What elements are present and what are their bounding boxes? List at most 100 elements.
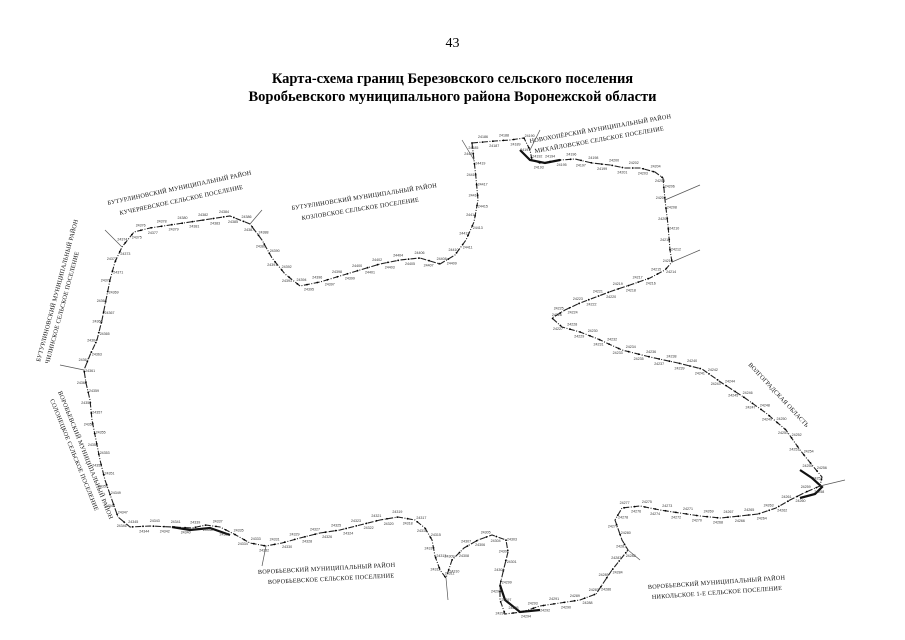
- boundary-point-marker: [665, 267, 668, 270]
- boundary-point-marker: [434, 556, 437, 559]
- boundary-point-marker: [615, 523, 618, 526]
- boundary-point-marker: [600, 163, 603, 166]
- boundary-point-label: 24255: [803, 464, 813, 468]
- boundary-point-marker: [268, 252, 271, 255]
- boundary-point-marker: [751, 402, 754, 405]
- boundary-point-label: 24211: [660, 238, 670, 242]
- boundary-point-marker: [304, 535, 306, 538]
- boundary-point-marker: [428, 259, 430, 262]
- boundary-point-marker: [476, 194, 479, 197]
- boundary-point-marker: [171, 223, 173, 226]
- boundary-point-label: 24288: [583, 601, 593, 605]
- boundary-point-label: 24298: [491, 590, 501, 594]
- boundary-point-marker: [522, 610, 525, 613]
- boundary-point-label: 24408: [437, 257, 447, 261]
- boundary-point-marker: [747, 514, 750, 516]
- boundary-point-label: 24362: [79, 358, 89, 362]
- boundary-point-marker: [91, 422, 94, 425]
- boundary-point-label: 24386: [242, 215, 252, 219]
- boundary-point-marker: [716, 379, 719, 381]
- boundary-point-label: 24297: [501, 598, 511, 602]
- boundary-point-marker: [667, 228, 670, 230]
- region-vorobyevsky-south: ВОРОБЬЕВСКИЙ МУНИЦИПАЛЬНЫЙ РАЙОН ВОРОБЬЕ…: [258, 561, 396, 586]
- boundary-point-label: 24395: [304, 288, 314, 292]
- boundary-point-marker: [611, 164, 613, 167]
- boundary-point-marker: [472, 152, 475, 155]
- boundary-point-label: 24210: [669, 227, 679, 231]
- boundary-point-label: 24315: [431, 533, 441, 537]
- boundary-point-label: 24404: [393, 254, 403, 258]
- boundary-point-marker: [356, 269, 359, 272]
- boundary-point-marker: [589, 334, 591, 337]
- boundary-point-label: 24220: [606, 295, 616, 299]
- map-title: Карта-схема границ Березовского сельског…: [0, 70, 905, 106]
- boundary-point-label: 24374: [117, 238, 127, 242]
- boundary-point-marker: [288, 276, 291, 279]
- boundary-point-label: 24407: [424, 264, 434, 268]
- boundary-point-marker: [492, 140, 494, 143]
- boundary-point-marker: [796, 495, 799, 498]
- boundary-point-label: 24336: [220, 532, 230, 536]
- boundary-point-label: 24245: [728, 394, 738, 398]
- boundary-point-label: 24231: [594, 342, 604, 346]
- boundary-point-label: 24380: [178, 216, 188, 220]
- boundary-point-marker: [293, 538, 296, 541]
- boundary-point-label: 24333: [251, 537, 261, 541]
- boundary-point-marker: [100, 321, 103, 324]
- point-label-layer: 2418524186241872418824189241902419124192…: [77, 134, 827, 619]
- region-buturlinovsky-kozlovskoe: БУТУРЛИНОВСКИЙ МУНИЦИПАЛЬНЫЙ РАЙОН КОЗЛО…: [291, 181, 438, 222]
- boundary-point-label: 24304: [491, 539, 501, 543]
- boundary-point-marker: [109, 493, 111, 496]
- boundary-point-marker: [376, 263, 379, 266]
- boundary-point-label: 24262: [777, 509, 787, 513]
- boundary-point-marker: [475, 539, 478, 542]
- boundary-point-marker: [118, 250, 121, 253]
- boundary-point-marker: [108, 280, 111, 283]
- boundary-point-label: 24229: [574, 335, 584, 339]
- boundary-point-label: 24195: [557, 163, 567, 167]
- boundary-point-label: 24268: [713, 521, 723, 525]
- boundary-point-label: 24416: [469, 194, 479, 198]
- region-vorobyevsky-southeast: ВОРОБЬЕВСКИЙ МУНИЦИПАЛЬНЫЙ РАЙОН НИКОЛЬС…: [648, 573, 786, 601]
- boundary-point-marker: [695, 514, 698, 517]
- boundary-point-marker: [664, 509, 667, 512]
- boundary-point-label: 24279: [608, 524, 618, 528]
- boundary-point-label: 24309: [445, 554, 455, 558]
- boundary-point-marker: [346, 272, 349, 275]
- boundary-point-label: 24188: [499, 134, 509, 138]
- boundary-point-marker: [140, 229, 142, 232]
- boundary-point-label: 24353: [100, 451, 110, 455]
- boundary-point-marker: [768, 414, 771, 417]
- boundary-point-marker: [796, 445, 799, 448]
- boundary-point-label: 24347: [118, 511, 128, 515]
- boundary-point-label: 24204: [651, 165, 661, 169]
- boundary-point-label: 24285: [599, 573, 609, 577]
- boundary-point-marker: [499, 601, 502, 603]
- boundary-point-label: 24378: [157, 219, 167, 223]
- boundary-point-marker: [475, 183, 478, 186]
- boundary-point-label: 24276: [631, 510, 641, 514]
- boundary-point-label: 24216: [646, 281, 656, 285]
- boundary-point-marker: [106, 290, 109, 293]
- boundary-point-label: 24227: [553, 327, 563, 331]
- boundary-point-label: 24342: [160, 530, 170, 534]
- boundary-point-label: 24280: [621, 531, 631, 535]
- boundary-point-marker: [215, 525, 217, 528]
- boundary-point-marker: [621, 166, 624, 169]
- boundary-point-label: 24397: [325, 283, 335, 287]
- boundary-point-marker: [787, 500, 789, 503]
- boundary-point-marker: [184, 526, 186, 529]
- boundary-point-marker: [438, 262, 440, 265]
- boundary-point-label: 24275: [642, 500, 652, 504]
- boundary-point-label: 24391: [267, 263, 277, 267]
- boundary-point-marker: [685, 513, 688, 515]
- boundary-point-label: 24366: [93, 319, 103, 323]
- boundary-point-label: 24318: [403, 522, 413, 526]
- boundary-point-label: 24329: [290, 533, 300, 537]
- boundary-point-label: 24256: [817, 466, 827, 470]
- boundary-point-marker: [617, 288, 620, 290]
- settlement-boundary-line: [83, 137, 823, 615]
- boundary-point-label: 24259: [801, 485, 811, 489]
- neighbour-boundary-line: [261, 545, 267, 567]
- boundary-point-marker: [663, 196, 666, 199]
